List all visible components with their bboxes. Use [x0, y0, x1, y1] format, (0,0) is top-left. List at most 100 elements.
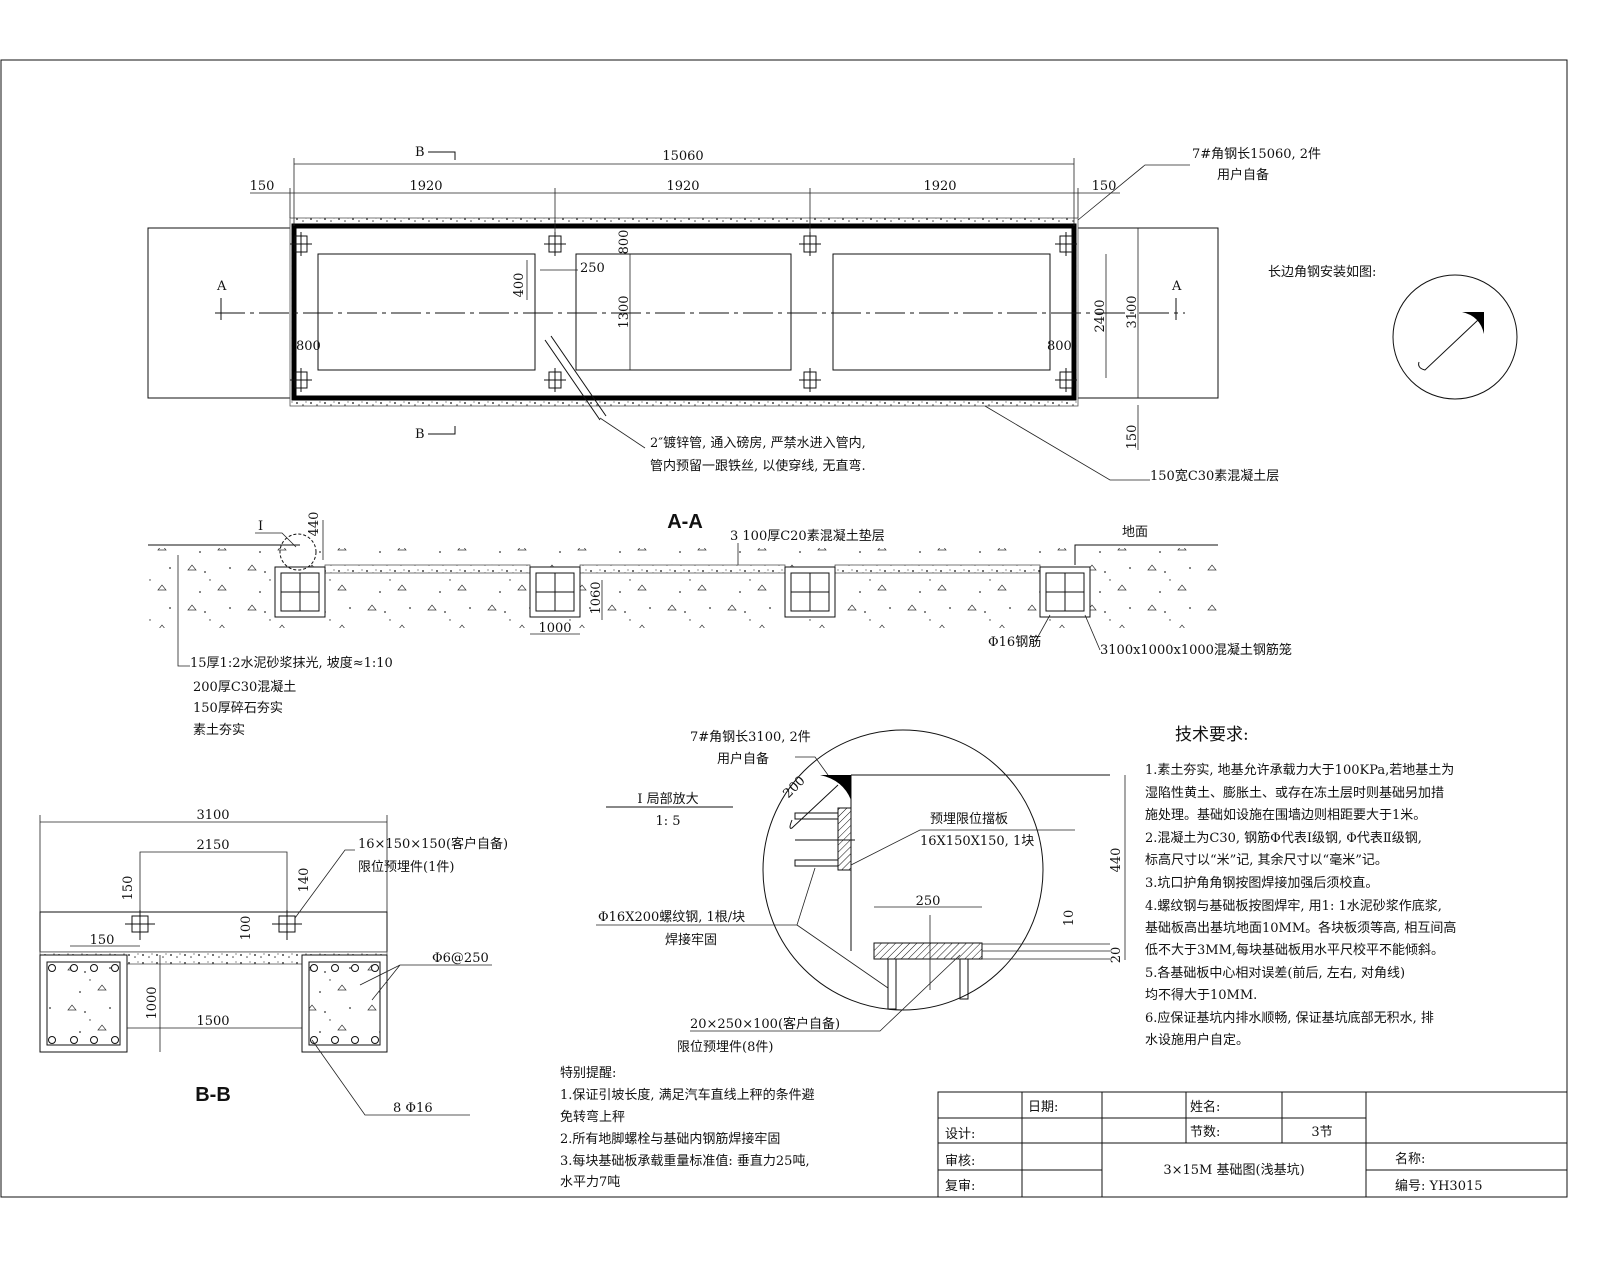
weld-label: 焊接牢固 [665, 932, 717, 948]
section-bb: 3100 2150 16×150×150(客户自备) 限位预埋件(1件) 150… [39, 808, 508, 1116]
detail-scale: 1: 5 [655, 814, 680, 829]
angle-steel-label: 7#角钢长3100, 2件 [690, 730, 811, 745]
base-plate [290, 368, 312, 392]
tech-line: 水设施用户自定。 [1145, 1032, 1249, 1048]
dim-total: 15060 [662, 149, 703, 164]
section-bb-title: B-B [195, 1084, 231, 1106]
user-supplied-label: 用户自备 [717, 751, 769, 767]
section-b-marker-bottom: B [415, 427, 425, 442]
install-note: 长边角钢安装如图: [1268, 264, 1376, 280]
dim-150: 150 [1125, 425, 1140, 450]
base-plate [873, 942, 983, 960]
plan-view: 15060 150 1920 1920 1920 150 B B A A 800… [147, 145, 1518, 484]
tech-line: 施处理。基础如设施在围墙边则相距要大于1米。 [1145, 807, 1426, 823]
tech-line: 均不得大于10MM. [1145, 987, 1257, 1003]
tech-line: 6.应保证基坑内排水顺畅, 保证基坑底部无积水, 排 [1145, 1010, 1434, 1026]
reminder-line: 3.每块基础板承载重量标准值: 垂直力25吨, [560, 1153, 810, 1169]
pit-box [784, 566, 836, 618]
tech-line: 标高尺寸以“米”记, 其余尺寸以“毫米”记。 [1145, 852, 1388, 868]
concrete-layer-label: 150宽C30素混凝土层 [1150, 468, 1279, 484]
section-aa-title: A-A [667, 511, 703, 533]
date-label: 日期: [1028, 1100, 1058, 1115]
layer-label: 200厚C30混凝土 [193, 679, 296, 695]
reminder-line: 免转弯上秤 [560, 1109, 625, 1125]
pit-boxes [274, 566, 1091, 618]
sections-label: 节数: [1190, 1125, 1220, 1140]
tech-line: 3.坑口护角角钢按图焊接加强后须校直。 [1145, 875, 1378, 891]
drawing-title: 3×15M 基础图(浅基坑) [1163, 1163, 1304, 1178]
tech-line: 5.各基础板中心相对误差(前后, 左右, 对角线) [1145, 965, 1405, 981]
dim-1060: 1060 [589, 581, 604, 614]
dim-seg: 150 [250, 179, 275, 194]
dim-1300: 1300 [617, 295, 632, 328]
title-block [937, 1091, 1568, 1198]
reminder-title: 特别提醒: [560, 1065, 616, 1081]
dim-440: 440 [1109, 848, 1124, 873]
dim-seg: 1920 [666, 179, 699, 194]
dim-1000: 1000 [538, 621, 571, 636]
dim-10: 10 [1062, 910, 1077, 927]
tech-title: 技术要求: [1175, 725, 1249, 745]
pipe-note-2: 管内预留一跟铁丝, 以使穿线, 无直弯. [650, 458, 866, 474]
stirrup-label: Φ6@250 [432, 951, 489, 966]
dim-3100: 3100 [196, 808, 229, 823]
limit-plate [837, 807, 852, 871]
section-b-marker-top: B [415, 145, 425, 160]
design-label: 设计: [945, 1127, 975, 1142]
tech-line: 4.螺纹钢与基础板按图焊牢, 用1: 1水泥砂浆作底浆, [1145, 898, 1442, 914]
reminder-line: 1.保证引坡长度, 满足汽车直线上秤的条件避 [560, 1087, 815, 1103]
detail-i: 250 440 10 20 200 7#角钢长3100, 2件 用户自备 I 局… [596, 729, 1126, 1055]
dim-3100: 3100 [1125, 295, 1140, 328]
detail-circle [762, 729, 1044, 1011]
user-supplied-label: 用户自备 [1217, 167, 1269, 183]
tech-requirements: 技术要求: 1.素土夯实, 地基允许承载力大于100KPa,若地基土为 湿陷性黄… [1145, 725, 1456, 1048]
angle-steel [820, 775, 851, 800]
dim-2400: 2400 [1093, 299, 1108, 332]
dim-150-vertical: 150 [121, 876, 136, 901]
base-plate [1055, 232, 1077, 256]
dim-1000: 1000 [145, 986, 160, 1019]
embed-count: 限位预埋件(8件) [677, 1040, 773, 1055]
pit-box [529, 566, 581, 618]
embed-label: 16×150×150(客户自备) [358, 836, 508, 852]
dim-440: 440 [307, 512, 322, 537]
name-label: 姓名: [1190, 1099, 1220, 1115]
pit-window-3 [832, 253, 1051, 371]
tech-line: 1.素土夯实, 地基允许承载力大于100KPa,若地基土为 [1145, 762, 1454, 778]
layer-label: 素土夯实 [193, 723, 245, 738]
pit-box [274, 566, 326, 618]
base-plate [290, 232, 312, 256]
detail-title: I 局部放大 [637, 792, 698, 807]
detail-i-callout [279, 533, 317, 571]
pit-angle-steel-frame [291, 223, 1077, 401]
dim-100: 100 [239, 916, 254, 941]
dim-2150: 2150 [196, 838, 229, 853]
tech-line: 低不大于3MM,每块基础板用水平尺校平不能倾斜。 [1145, 942, 1444, 958]
dim-1500: 1500 [196, 1014, 229, 1029]
cage-label: 3100x1000x1000混凝土钢筋笼 [1100, 642, 1292, 658]
cushion-label: 3 100厚C20素混凝土垫层 [730, 528, 885, 544]
sections-value: 3节 [1311, 1125, 1332, 1140]
layer-label: 150厚碎石夯实 [193, 701, 283, 716]
review-label: 审核: [945, 1154, 975, 1169]
dim-800-right: 800 [1047, 339, 1072, 354]
plate-label: 预埋限位擋板 [930, 812, 1008, 827]
pit-window-1 [317, 253, 536, 371]
ground-label: 地面 [1122, 525, 1148, 540]
base-plate [544, 368, 566, 392]
sheet-border [0, 59, 1568, 1198]
plate-size: 16X150X150, 1块 [920, 834, 1034, 849]
pipe-note-1: 2″镀锌管, 通入磅房, 严禁水进入管内, [650, 435, 866, 451]
dim-seg: 1920 [923, 179, 956, 194]
dim-250: 250 [916, 894, 941, 909]
tech-line: 基础板高出基坑地面10MM。各块板须等高, 相互间高 [1145, 920, 1456, 936]
main-bar-label: 8 Φ16 [393, 1101, 433, 1116]
galvanized-pipe [550, 335, 607, 417]
recheck-label: 复审: [945, 1179, 975, 1194]
base-plate [799, 368, 821, 392]
pit-window-2 [575, 253, 792, 371]
embed-count: 限位预埋件(1件) [358, 860, 454, 875]
embed-markers [125, 910, 302, 940]
dim-800-top: 800 [617, 230, 632, 255]
